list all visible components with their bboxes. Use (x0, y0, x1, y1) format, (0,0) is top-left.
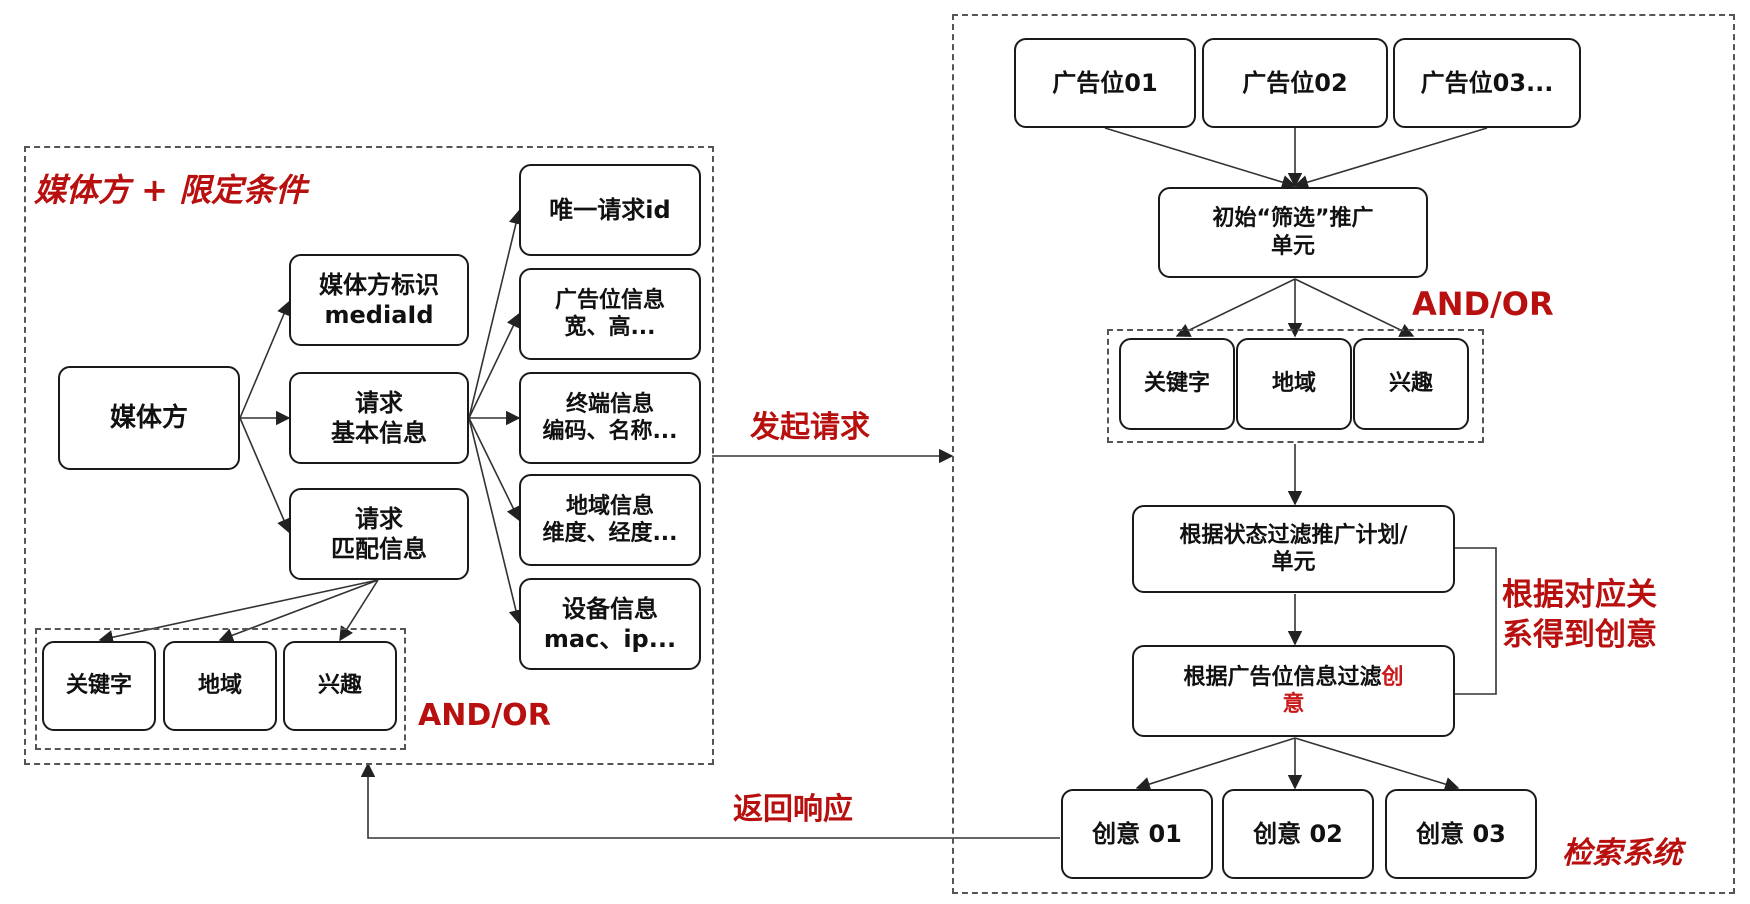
edge-filter-interest (1294, 278, 1415, 337)
basic-info-line-1: 请求 (355, 389, 403, 417)
right-region-text: 地域 (1271, 371, 1316, 397)
left-and-or-label: AND/OR (418, 698, 551, 733)
edge-root-mediaid (239, 300, 291, 419)
ad-slot-01-node: 广告位01 (1014, 38, 1196, 128)
request-basic-info-node: 请求 基本信息 (289, 372, 469, 464)
right-conditions-group (1107, 329, 1484, 443)
edge-basic-detail-4 (468, 417, 520, 522)
media-side-text: 媒体方 (109, 402, 188, 433)
left-keyword-node: 关键字 (42, 641, 156, 731)
detail-4-line-2: 维度、经度... (542, 521, 678, 546)
creative-filter-highlight: 创 (1381, 664, 1404, 690)
initial-filter-line-2: 单元 (1270, 233, 1315, 259)
edge-root-match (239, 417, 291, 534)
right-keyword-node: 关键字 (1119, 338, 1235, 430)
creative-filter-line-2: 意 (1282, 692, 1305, 717)
edge-response (360, 762, 1060, 839)
edge-mapping (1420, 547, 1497, 702)
right-keyword-text: 关键字 (1143, 371, 1210, 397)
mapping-label-line-2: 系得到创意 (1502, 617, 1657, 654)
detail-1-line-1: 唯一请求id (549, 196, 671, 224)
edge-slot3-filter (1293, 127, 1488, 190)
send-request-label: 发起请求 (750, 410, 870, 445)
media-side-region (24, 146, 714, 765)
media-id-line-2: mediaId (324, 301, 434, 329)
return-response-label: 返回响应 (733, 792, 853, 827)
creative-01-node: 创意 01 (1061, 789, 1213, 879)
edge-basic-detail-1 (468, 209, 523, 419)
edge-basic-detail-5 (468, 417, 523, 625)
status-filter-line-2: 单元 (1271, 550, 1316, 575)
initial-filter-node: 初始“筛选”推广 单元 (1158, 187, 1428, 278)
detail-region-info-node: 地域信息 维度、经度... (519, 474, 701, 566)
creative-filter-prefix: 根据广告位信息过滤 (1183, 664, 1382, 690)
edge-filter-keyword (1175, 278, 1296, 337)
left-interest-text: 兴趣 (317, 673, 362, 699)
edge-basic-detail-2 (468, 312, 520, 419)
detail-4-line-1: 地域信息 (565, 493, 654, 519)
detail-slot-info-node: 广告位信息 宽、高... (519, 268, 701, 360)
detail-2-line-2: 宽、高... (564, 315, 656, 340)
creative-03-node: 创意 03 (1385, 789, 1537, 879)
media-side-node: 媒体方 (58, 366, 240, 470)
detail-2-line-1: 广告位信息 (554, 287, 665, 313)
ad-slot-02-text: 广告位02 (1242, 69, 1348, 97)
media-id-line-1: 媒体方标识 (319, 271, 439, 299)
edge-filter-creative3 (1294, 737, 1460, 792)
retrieval-system-region (952, 14, 1735, 894)
right-interest-node: 兴趣 (1353, 338, 1469, 430)
detail-3-line-1: 终端信息 (565, 391, 654, 417)
creative-02-node: 创意 02 (1222, 789, 1374, 879)
ad-slot-01-text: 广告位01 (1052, 69, 1158, 97)
left-keyword-text: 关键字 (65, 673, 132, 699)
match-info-line-1: 请求 (355, 505, 403, 533)
retrieval-system-label: 检索系统 (1562, 836, 1682, 871)
media-id-node: 媒体方标识 mediaId (289, 254, 469, 346)
mapping-label-line-1: 根据对应关 (1502, 577, 1657, 613)
ad-slot-03-text: 广告位03... (1420, 69, 1554, 97)
right-interest-text: 兴趣 (1388, 371, 1433, 397)
detail-device-info-node: 设备信息 mac、ip... (519, 578, 701, 670)
status-filter-line-1: 根据状态过滤推广计划/ (1179, 522, 1408, 548)
right-region-node: 地域 (1236, 338, 1352, 430)
match-info-line-2: 匹配信息 (331, 535, 427, 563)
media-side-title: 媒体方 + 限定条件 (34, 171, 308, 209)
creative-filter-node: 根据广告位信息过滤创 意 (1132, 645, 1455, 737)
left-region-text: 地域 (197, 673, 242, 699)
detail-3-line-2: 编码、名称... (542, 419, 678, 444)
left-interest-node: 兴趣 (283, 641, 397, 731)
detail-5-line-1: 设备信息 (562, 595, 658, 623)
creative-02-text: 创意 02 (1253, 820, 1343, 848)
edge-match-region (218, 579, 379, 643)
creative-01-text: 创意 01 (1092, 820, 1182, 848)
left-region-node: 地域 (163, 641, 277, 731)
detail-terminal-info-node: 终端信息 编码、名称... (519, 372, 701, 464)
initial-filter-line-1: 初始“筛选”推广 (1212, 206, 1374, 231)
ad-slot-03-node: 广告位03... (1393, 38, 1581, 128)
status-filter-node: 根据状态过滤推广计划/ 单元 (1132, 505, 1455, 593)
right-and-or-label: AND/OR (1412, 285, 1554, 323)
ad-slot-02-node: 广告位02 (1202, 38, 1388, 128)
detail-5-line-2: mac、ip... (543, 625, 677, 653)
edge-match-interest (339, 579, 379, 642)
mapping-label: 根据对应关 系得到创意 (1502, 575, 1657, 656)
creative-03-text: 创意 03 (1416, 820, 1506, 848)
edge-slot1-filter (1104, 127, 1297, 190)
edge-match-keyword (98, 579, 379, 645)
creative-filter-line-1: 根据广告位信息过滤创 (1183, 664, 1403, 692)
request-match-info-node: 请求 匹配信息 (289, 488, 469, 580)
basic-info-line-2: 基本信息 (331, 419, 427, 447)
edge-filter-creative1 (1135, 737, 1296, 791)
detail-request-id-node: 唯一请求id (519, 164, 701, 256)
left-conditions-group (35, 628, 406, 750)
